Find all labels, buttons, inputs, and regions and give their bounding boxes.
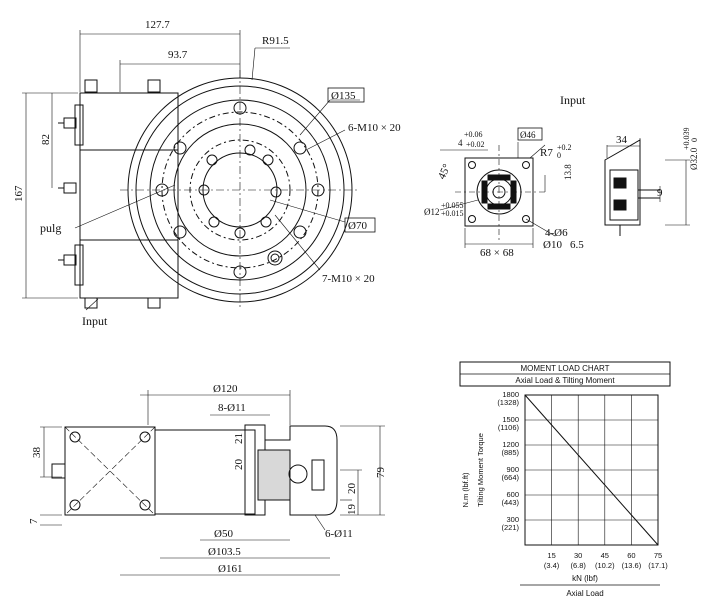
input-section bbox=[604, 139, 641, 226]
y-tick-alt-label: (664) bbox=[501, 473, 519, 482]
dim-167: 167 bbox=[13, 185, 25, 202]
dim-r91-5: R91.5 bbox=[262, 35, 289, 47]
dim-45: 45° bbox=[436, 162, 453, 181]
chart-plot: 300(221) 600(443) 900(664) 1200(885) 1500(11… bbox=[497, 390, 668, 570]
moment-load-chart: MOMENT LOAD CHART Axial Load & Tilting M… bbox=[459, 361, 671, 598]
dim-d12: Ø12 bbox=[424, 207, 440, 217]
front-view bbox=[22, 30, 360, 311]
dim-68: 68 × 68 bbox=[480, 247, 514, 259]
dim-19: 19 bbox=[346, 504, 358, 516]
label-plug: pulg bbox=[40, 221, 61, 235]
dim-93-7: 93.7 bbox=[168, 49, 188, 61]
bottom-view bbox=[40, 390, 385, 576]
front-view-labels: 127.7 93.7 R91.5 Ø135 6-M10 × 20 82 167 … bbox=[13, 19, 401, 328]
y-units: N.m (lbf.ft) bbox=[461, 472, 470, 508]
dim-79: 79 bbox=[375, 467, 387, 479]
dim-6-m10: 6-M10 × 20 bbox=[348, 122, 401, 134]
y-tick-label: 600 bbox=[506, 490, 519, 499]
x-tick-alt-label: (10.2) bbox=[595, 561, 615, 570]
dim-d10: Ø10 bbox=[543, 239, 562, 251]
y-tick-label: 1200 bbox=[502, 440, 519, 449]
x-tick-alt-label: (13.6) bbox=[622, 561, 642, 570]
x-tick-label: 60 bbox=[627, 551, 635, 560]
y-tick-label: 300 bbox=[506, 515, 519, 524]
y-tick-alt-label: (1106) bbox=[498, 423, 520, 432]
dim-8-d11: 8-Ø11 bbox=[218, 402, 246, 414]
dim-d103-5: Ø103.5 bbox=[208, 546, 241, 558]
tol-r7-b: 0 bbox=[557, 151, 561, 160]
dim-7-m10: 7-M10 × 20 bbox=[322, 273, 375, 285]
dim-20a: 20 bbox=[233, 459, 245, 471]
tol-d12-a: +0.055 bbox=[441, 201, 464, 210]
slew-ring-section bbox=[264, 425, 338, 516]
y-tick-label: 900 bbox=[506, 465, 519, 474]
stud bbox=[63, 117, 77, 129]
x-axis-label: kN (lbf) bbox=[572, 574, 598, 583]
y-tick-label: 1800 bbox=[502, 390, 519, 399]
dim-127-7: 127.7 bbox=[145, 19, 170, 31]
y-tick-alt-label: (1328) bbox=[497, 398, 519, 407]
x-tick-alt-label: (6.8) bbox=[570, 561, 586, 570]
housing-body bbox=[79, 92, 179, 299]
inner-bolt-holes bbox=[198, 144, 282, 239]
dim-4: 4 bbox=[458, 138, 463, 148]
x-tick-label: 30 bbox=[574, 551, 582, 560]
tol-top: +0.06 bbox=[464, 130, 483, 139]
y-tick-alt-label: (885) bbox=[501, 448, 519, 457]
tol-d12-b: +0.015 bbox=[441, 209, 464, 218]
dim-21: 21 bbox=[233, 433, 245, 444]
dim-7: 7 bbox=[28, 518, 40, 524]
input-detail bbox=[439, 138, 690, 248]
input-title: Input bbox=[560, 93, 586, 107]
dim-13-8: 13.8 bbox=[563, 164, 573, 180]
dim-d46: Ø46 bbox=[520, 130, 536, 140]
dim-82: 82 bbox=[40, 134, 52, 145]
dim-20b: 20 bbox=[346, 483, 358, 495]
dim-r7: R7 bbox=[540, 147, 553, 159]
tol-d32-b: 0 bbox=[690, 138, 699, 142]
dim-d161: Ø161 bbox=[218, 563, 242, 575]
dim-34: 34 bbox=[616, 134, 628, 146]
dim-38: 38 bbox=[31, 447, 43, 459]
y-tick-label: 1500 bbox=[502, 415, 519, 424]
dim-4-d6: 4-Ø6 bbox=[545, 227, 568, 239]
x-axis-caption: Axial Load bbox=[566, 589, 603, 598]
chart-title: MOMENT LOAD CHART bbox=[520, 364, 609, 373]
y-tick-alt-label: (221) bbox=[501, 523, 519, 532]
x-tick-label: 45 bbox=[601, 551, 609, 560]
dim-6-5: 6.5 bbox=[570, 239, 584, 251]
dim-d50: Ø50 bbox=[214, 528, 233, 540]
tol-bottom: +0.02 bbox=[466, 140, 485, 149]
tol-d32-a: +0.039 bbox=[682, 127, 691, 150]
dim-d120: Ø120 bbox=[213, 383, 238, 395]
plug bbox=[267, 250, 283, 266]
tol-r7: +0.2 bbox=[557, 143, 572, 152]
chart-subtitle: Axial Load & Tilting Moment bbox=[515, 376, 615, 385]
label-input: Input bbox=[82, 314, 108, 328]
dim-d135: Ø135 bbox=[331, 90, 356, 102]
ball bbox=[288, 464, 308, 484]
y-tick-alt-label: (443) bbox=[501, 498, 519, 507]
dim-9: 9 bbox=[657, 187, 663, 199]
x-tick-label: 75 bbox=[654, 551, 662, 560]
x-tick-alt-label: (17.1) bbox=[648, 561, 668, 570]
dim-6-d11: 6-Ø11 bbox=[325, 528, 353, 540]
load-line bbox=[524, 394, 659, 546]
x-tick-label: 15 bbox=[547, 551, 555, 560]
bottom-view-labels: Ø120 8-Ø11 38 21 20 79 20 19 7 Ø50 6-Ø11… bbox=[28, 383, 387, 575]
dim-d70: Ø70 bbox=[348, 220, 367, 232]
y-axis-label: Tilting Moment Torque bbox=[476, 433, 485, 507]
input-detail-labels: Input +0.06 4 +0.02 Ø46 R7 +0.2 0 13.8 4… bbox=[424, 93, 699, 259]
dim-d32: Ø32.0 bbox=[689, 147, 699, 170]
x-tick-alt-label: (3.4) bbox=[544, 561, 560, 570]
